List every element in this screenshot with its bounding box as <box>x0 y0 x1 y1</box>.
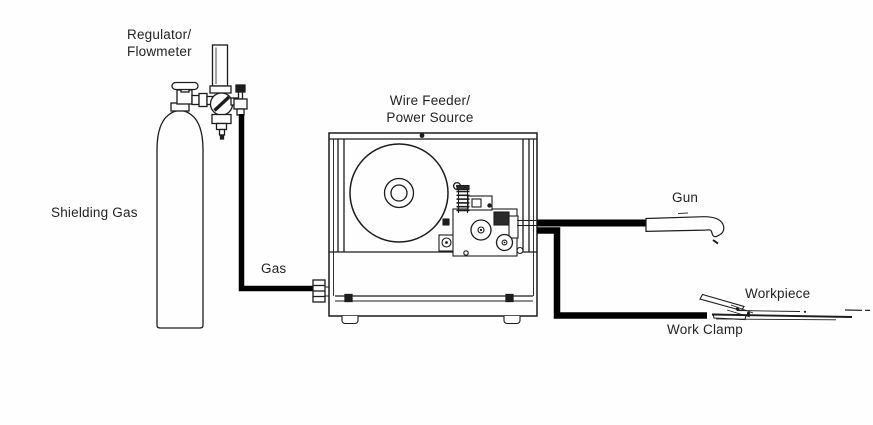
label-gas: Gas <box>261 261 287 276</box>
workpiece-line <box>711 309 871 321</box>
label-feeder-line1: Wire Feeder/ <box>389 93 471 108</box>
label-shielding-gas: Shielding Gas <box>51 205 138 220</box>
label-regulator-line2: Flowmeter <box>127 43 192 59</box>
wire-spool <box>349 143 462 243</box>
label-regulator-line1: Regulator/ <box>127 27 192 42</box>
wire-drive-assembly <box>438 184 537 257</box>
gas-cylinder <box>156 102 204 329</box>
label-gun: Gun <box>672 190 699 205</box>
label-workpiece: Workpiece <box>745 286 811 301</box>
regulator-flowmeter-assembly <box>171 44 248 140</box>
label-work-clamp: Work Clamp <box>667 322 744 337</box>
gun <box>645 212 725 245</box>
label-regulator-flowmeter: Regulator/ Flowmeter <box>127 27 192 60</box>
gas-hose <box>238 114 329 303</box>
label-feeder-line2: Power Source <box>386 109 474 125</box>
work-cable <box>537 227 707 319</box>
label-wire-feeder-power-source: Wire Feeder/ Power Source <box>350 93 510 126</box>
